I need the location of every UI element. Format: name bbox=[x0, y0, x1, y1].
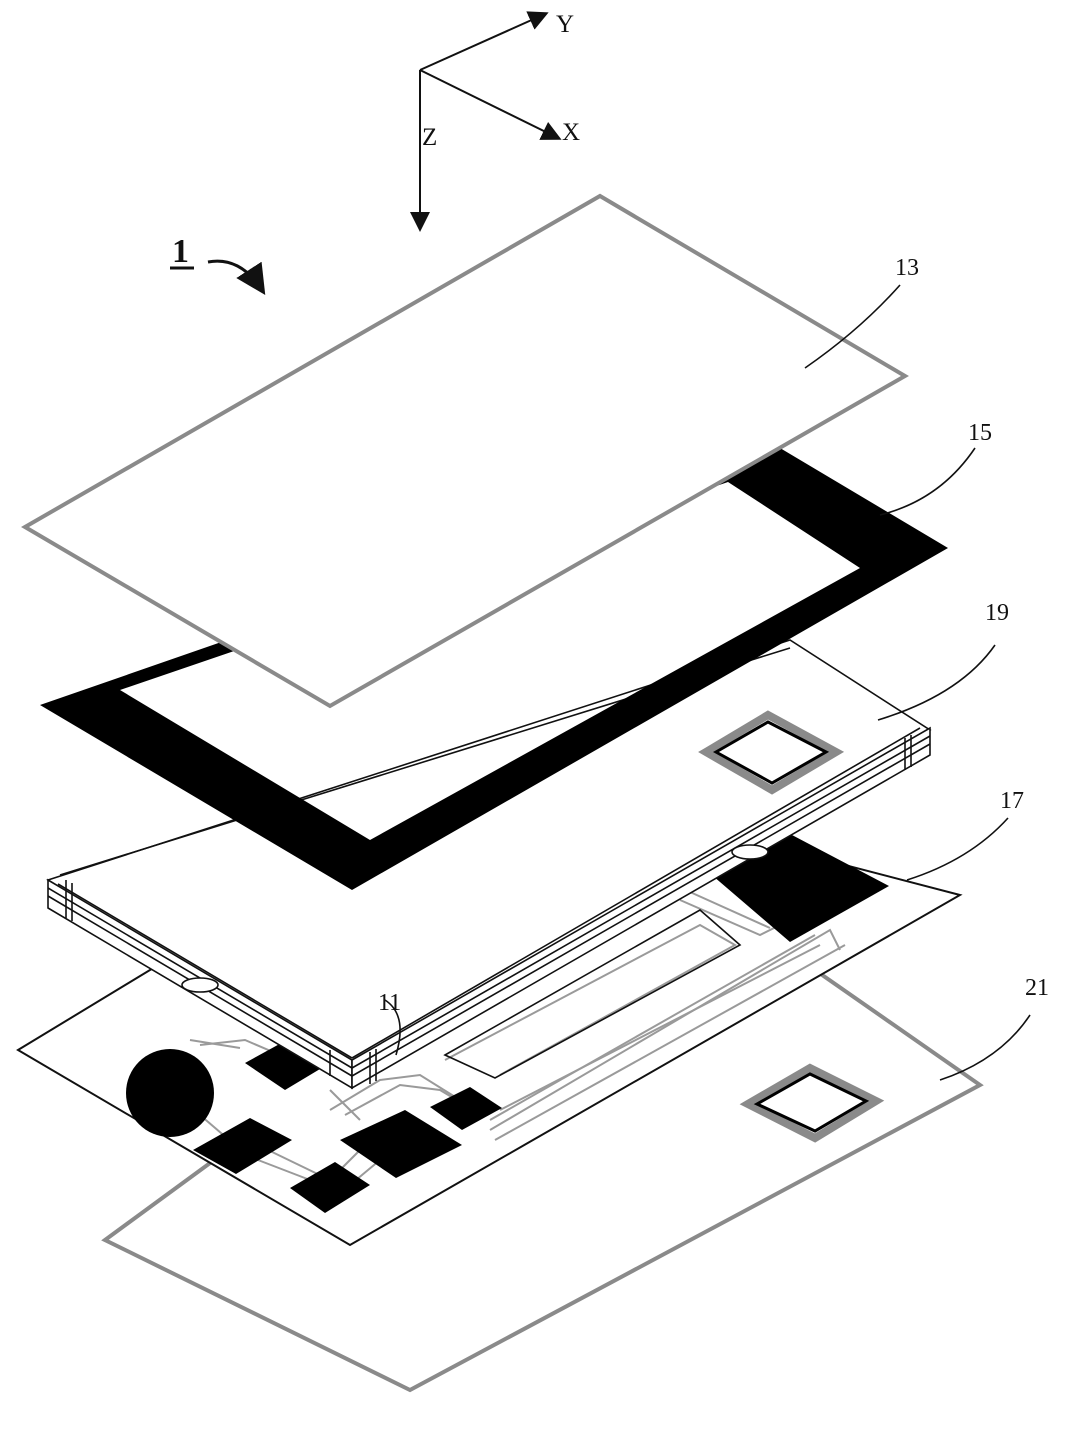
leader-17 bbox=[906, 817, 1009, 881]
side-port-1 bbox=[731, 844, 769, 860]
figure-number-group: 1 bbox=[170, 233, 266, 296]
chip-4 bbox=[340, 1110, 462, 1178]
z-axis-label: Z bbox=[422, 124, 437, 151]
layer-21-window bbox=[739, 1063, 885, 1143]
figure-number-arrow bbox=[207, 259, 266, 296]
chip-6-large bbox=[706, 835, 889, 942]
callout-19: 19 bbox=[985, 600, 1009, 626]
side-port-2 bbox=[181, 977, 219, 993]
leader-15 bbox=[879, 447, 976, 516]
round-component bbox=[126, 1049, 214, 1137]
leader-21 bbox=[939, 1014, 1031, 1081]
figure-number: 1 bbox=[172, 233, 189, 270]
callout-21: 21 bbox=[1025, 975, 1049, 1001]
x-axis-arrow bbox=[419, 69, 562, 140]
chip-2 bbox=[193, 1118, 292, 1174]
callouts: 13 15 19 17 11 21 bbox=[378, 255, 1049, 1081]
layer-19-module bbox=[46, 639, 932, 1090]
leader-11 bbox=[384, 999, 401, 1056]
y-axis-label: Y bbox=[556, 11, 574, 38]
callout-17: 17 bbox=[1000, 788, 1024, 814]
layer-15-frame bbox=[40, 448, 948, 890]
y-axis-arrow bbox=[419, 11, 549, 71]
chip-1 bbox=[245, 1041, 325, 1090]
layer-19-window bbox=[698, 710, 845, 795]
chip-3 bbox=[290, 1162, 370, 1213]
coordinate-axes: Y X Z bbox=[410, 11, 580, 232]
leader-13 bbox=[804, 284, 901, 369]
chip-5 bbox=[430, 1087, 502, 1130]
layer-13-cover bbox=[21, 193, 909, 709]
callout-15: 15 bbox=[968, 420, 992, 446]
callout-13: 13 bbox=[895, 255, 919, 281]
leader-19 bbox=[877, 644, 996, 721]
x-axis-label: X bbox=[562, 119, 580, 146]
